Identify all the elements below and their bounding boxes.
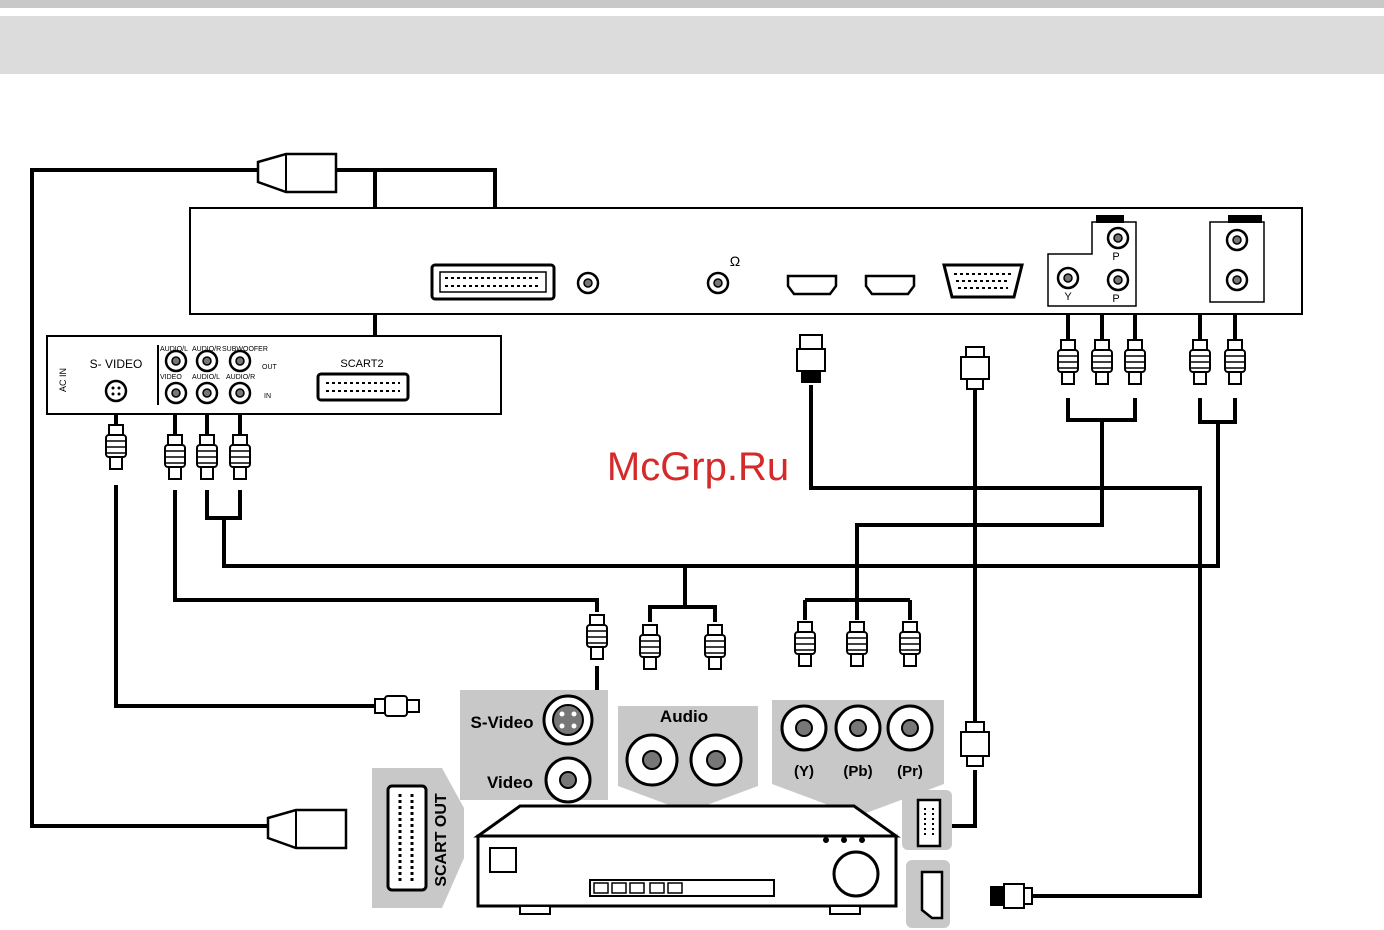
pb-plug-tv [1092,340,1112,384]
pr-plug-device [900,622,920,666]
vga-plug-top [961,347,989,389]
device-video-label: Video [487,773,533,792]
audio-l-in-label: AUDIO/L [192,374,220,381]
tv-audio-bridge [1200,398,1235,422]
headphone-jack [708,273,728,293]
device-s-video-label: S-Video [471,713,534,732]
vga-port [944,265,1022,297]
tv-y-label: Y [1064,291,1072,303]
audio-r-plug-tv-top [1225,340,1245,384]
audio-cable [224,422,1218,566]
video-in-jack [166,383,186,403]
device-vga-port [918,800,940,846]
subwoofer-jack [230,351,250,371]
tv-audio-jack-2 [1227,270,1247,290]
hdmi-port-1 [788,276,836,294]
device-audio-r-jack [691,735,741,785]
hdmi-port-2 [866,276,914,294]
tv-p-label-bottom: P [1112,293,1119,305]
audio-l-plug-device [640,625,660,669]
device-hdmi-port [922,872,942,918]
ac-in-label: AC IN [58,368,68,392]
audio-in-l-jack [197,383,217,403]
device-audio-l-jack [627,735,677,785]
hdmi-plug-top [797,335,825,383]
scart2-label: SCART2 [340,358,383,370]
hdmi-plug-device [990,884,1032,908]
device-pr-label: (Pr) [897,763,923,780]
audio-r-plug-device [705,625,725,669]
s-video-plug-tv [106,425,126,469]
pb-plug-device [847,622,867,666]
scart-out-label: SCART OUT [433,793,450,887]
tv-audio-jack-1 [1227,230,1247,250]
audio-r-in-label: AUDIO/R [226,374,255,381]
s-video-port [106,381,126,401]
s-video-panel-label: S- VIDEO [90,357,143,371]
video-in-label: VIDEO [160,374,182,381]
tv-pr-jack [1108,228,1128,248]
device-y-jack [782,706,826,750]
y-plug-device [795,622,815,666]
audio-l-plug-tv [197,435,217,479]
tv-jack-1 [578,273,598,293]
source-device-body [478,806,896,914]
audio-split [650,566,685,622]
in-label: IN [264,393,271,400]
video-plug-tv [165,435,185,479]
audio-l-plug-tv-top [1190,340,1210,384]
tv-p-label-top: P [1112,251,1119,263]
tv-y-jack [1058,268,1078,288]
scart2-port [318,374,408,400]
scart-plug-bottom [268,810,346,848]
component-bridge [1068,398,1135,420]
device-pb-label: (Pb) [843,763,872,780]
vga-plug-device [961,722,989,766]
component-cable [857,420,1102,600]
device-audio-label: Audio [660,707,708,726]
device-scart-out-port [388,786,426,890]
video-plug-device [587,615,607,659]
device-pr-jack [888,706,932,750]
svideo-cable [116,485,385,706]
omega-label: Ω [730,253,740,269]
out-label: OUT [262,364,278,371]
scart1-port [432,265,554,299]
vga-device [950,770,975,826]
audio-r-plug-tv [230,435,250,479]
audio-out-r-jack [197,351,217,371]
device-y-label: (Y) [794,763,814,780]
device-pb-jack [836,706,880,750]
s-video-plug-device [375,696,419,716]
device-video-jack [546,758,590,802]
tv-rear-panel [190,208,1302,314]
tv-side-panel [47,336,501,414]
scart-plug-top [258,154,336,192]
audio-in-r-jack [230,383,250,403]
pr-plug-tv [1125,340,1145,384]
watermark: McGrp.Ru [607,445,789,489]
y-plug-tv [1058,340,1078,384]
device-s-video-jack [544,696,592,744]
audio-pair-bridge [207,490,240,518]
audio-out-l-jack [166,351,186,371]
tv-pb-jack [1108,270,1128,290]
